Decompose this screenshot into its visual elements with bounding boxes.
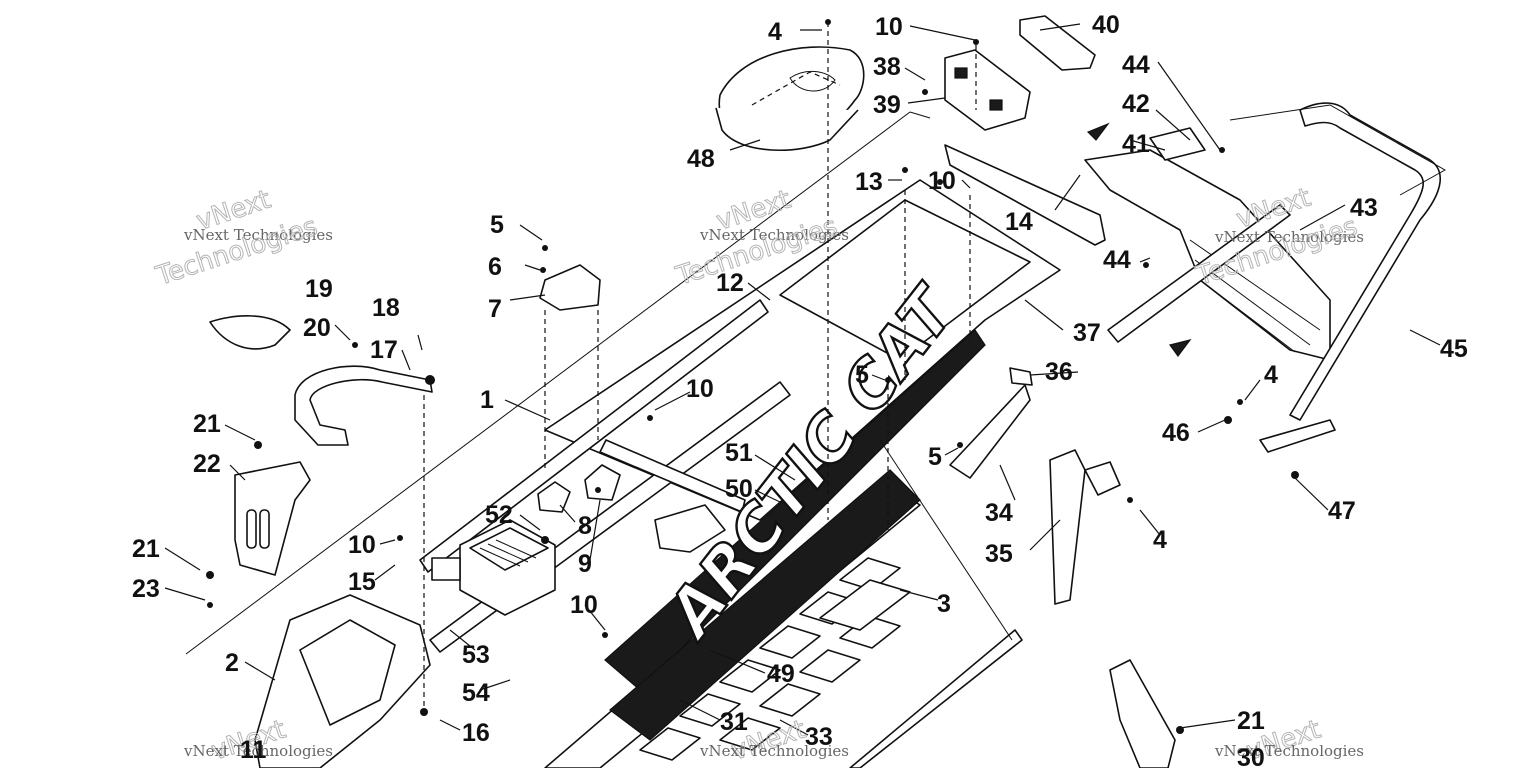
plate-4-right — [1084, 461, 1121, 496]
callout-49: 49 — [767, 660, 795, 688]
callout-54: 54 — [462, 679, 490, 707]
svg-text:vNext Technologies: vNext Technologies — [699, 742, 849, 760]
callout-37: 37 — [1073, 319, 1101, 347]
rear-bracket — [944, 15, 1096, 131]
callout-10: 10 — [875, 13, 903, 41]
seat-cushion — [715, 46, 865, 152]
callout-7: 7 — [488, 295, 502, 323]
callout-3: 3 — [937, 590, 951, 618]
snow-flap-assembly — [1084, 122, 1331, 361]
callout-11: 11 — [240, 736, 267, 764]
callout-38: 38 — [873, 53, 901, 81]
callout-23: 23 — [132, 575, 160, 603]
bracket-3 — [819, 579, 911, 631]
callout-8: 8 — [578, 512, 592, 540]
svg-text:vNext Technologies: vNext Technologies — [1214, 228, 1364, 246]
svg-text:vNext Technologies: vNext Technologies — [183, 742, 333, 760]
callout-21: 21 — [193, 410, 221, 438]
callout-50: 50 — [725, 475, 753, 503]
callout-9: 9 — [578, 550, 592, 578]
callout-31: 31 — [720, 708, 748, 736]
callout-1: 1 — [480, 386, 494, 414]
callout-10: 10 — [686, 375, 714, 403]
callout-4: 4 — [768, 18, 782, 46]
svg-text:vNext Technologies: vNext Technologies — [699, 226, 849, 244]
callout-44: 44 — [1122, 51, 1150, 79]
rear-bumper — [1107, 102, 1447, 453]
callout-17: 17 — [370, 336, 398, 364]
callout-40: 40 — [1092, 11, 1120, 39]
svg-text:vNext Technologies: vNext Technologies — [183, 226, 333, 244]
bracket-36 — [1009, 367, 1033, 386]
callout-16: 16 — [462, 719, 490, 747]
callout-5: 5 — [490, 211, 504, 239]
leader-lines — [164, 22, 1441, 736]
callout-46: 46 — [1162, 419, 1190, 447]
callout-13: 13 — [855, 168, 883, 196]
bracket-34 — [949, 384, 1031, 479]
bracket-50 — [654, 504, 726, 553]
callout-22: 22 — [193, 450, 221, 478]
callouts: 4 10 40 38 44 39 42 41 48 13 10 43 14 5 … — [132, 11, 1468, 768]
plate-9 — [584, 464, 621, 501]
callout-10: 10 — [348, 531, 376, 559]
rear-plate-30 — [1109, 659, 1176, 768]
callout-6: 6 — [488, 253, 502, 281]
callout-45: 45 — [1440, 335, 1468, 363]
callout-42: 42 — [1122, 90, 1150, 118]
svg-text:vNext Technologies: vNext Technologies — [1214, 742, 1364, 760]
callout-34: 34 — [985, 499, 1013, 527]
callout-53: 53 — [462, 641, 490, 669]
callout-33: 33 — [805, 723, 833, 751]
callout-52: 52 — [485, 501, 513, 529]
control-module — [431, 519, 556, 616]
tunnel-assembly: ARCTIC CAT — [185, 111, 1061, 768]
callout-21: 21 — [132, 535, 160, 563]
callout-5: 5 — [855, 361, 869, 389]
plate-8 — [537, 481, 571, 513]
callout-47: 47 — [1328, 497, 1356, 525]
callout-51: 51 — [725, 439, 753, 467]
callout-43: 43 — [1350, 194, 1378, 222]
callout-4: 4 — [1153, 526, 1167, 554]
callout-36: 36 — [1045, 358, 1073, 386]
bracket-7 — [539, 264, 601, 311]
left-handle-bracket — [209, 315, 433, 576]
callout-48: 48 — [687, 145, 715, 173]
fasteners — [206, 19, 1299, 734]
callout-44: 44 — [1103, 246, 1131, 274]
callout-12: 12 — [716, 269, 744, 297]
callout-2: 2 — [225, 649, 239, 677]
callout-15: 15 — [348, 568, 376, 596]
callout-30: 30 — [1237, 744, 1265, 768]
callout-20: 20 — [303, 314, 331, 342]
callout-10: 10 — [570, 591, 598, 619]
callout-21: 21 — [1237, 707, 1265, 735]
callout-18: 18 — [372, 294, 400, 322]
rear-support-bracket — [944, 144, 1106, 246]
callout-5: 5 — [928, 443, 942, 471]
callout-4: 4 — [1264, 361, 1278, 389]
callout-35: 35 — [985, 540, 1013, 568]
front-bulkhead — [254, 594, 431, 768]
callout-39: 39 — [873, 91, 901, 119]
callout-19: 19 — [305, 275, 333, 303]
callout-41: 41 — [1122, 130, 1150, 158]
callout-14: 14 — [1005, 208, 1033, 236]
right-frame-rail — [849, 439, 1086, 768]
